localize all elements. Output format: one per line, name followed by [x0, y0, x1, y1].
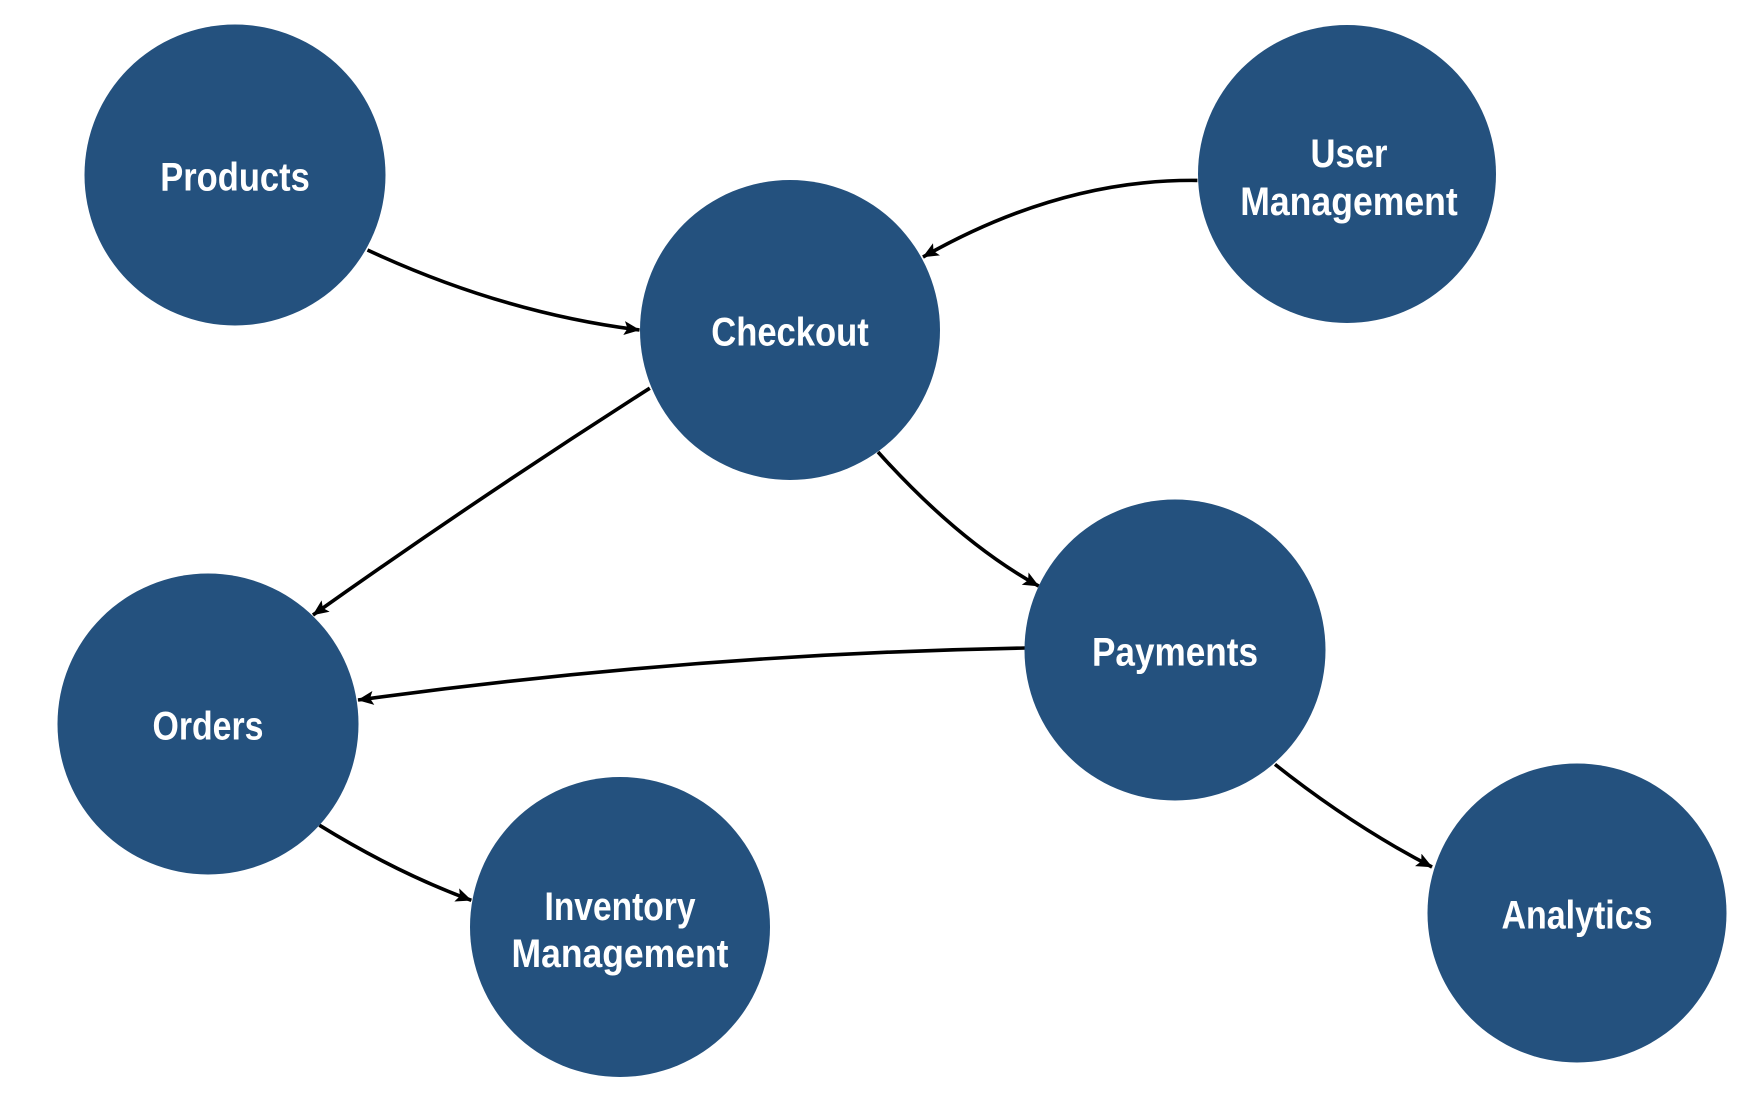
svg-text:Management: Management [512, 932, 729, 976]
svg-text:Products: Products [160, 156, 310, 200]
svg-text:Inventory: Inventory [545, 885, 697, 929]
svg-text:User: User [1311, 132, 1388, 176]
svg-text:Analytics: Analytics [1502, 894, 1653, 938]
svg-text:Checkout: Checkout [711, 311, 869, 355]
svg-text:Payments: Payments [1092, 631, 1258, 675]
svg-text:Orders: Orders [153, 705, 264, 749]
svg-text:Management: Management [1240, 180, 1458, 224]
